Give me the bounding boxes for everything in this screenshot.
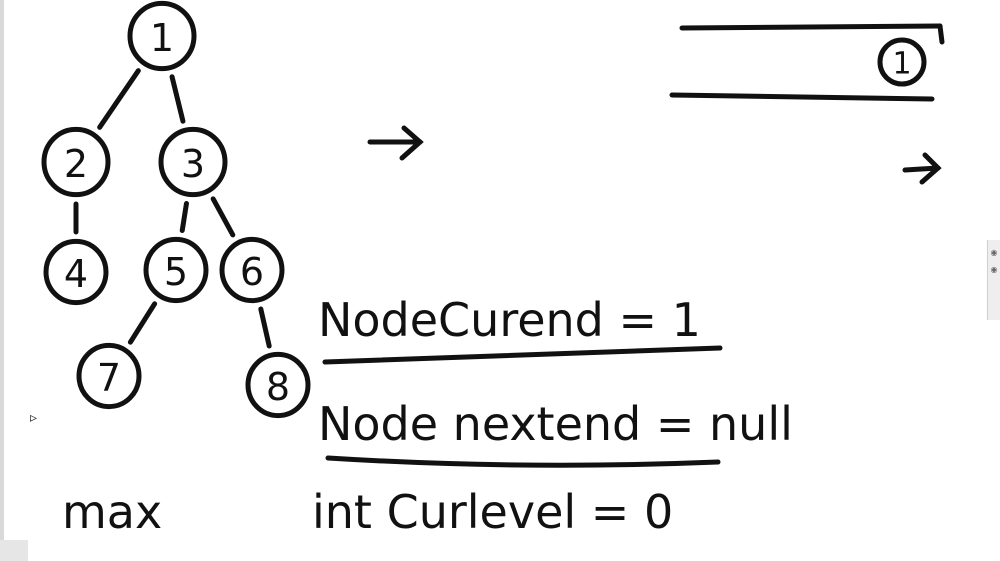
node-circle <box>158 126 228 198</box>
queue-item-label: 1 <box>892 47 911 82</box>
underline-next-end <box>325 455 721 468</box>
left-edge <box>0 0 4 561</box>
node-label: 6 <box>240 250 264 294</box>
tree-edges <box>73 68 272 349</box>
tree-edge-3-5 <box>179 200 189 233</box>
tree-node-7: 7 <box>76 342 142 410</box>
tree-edge-5-7 <box>127 301 158 345</box>
node-label: 5 <box>164 250 188 294</box>
queue-top-line <box>679 23 943 31</box>
node-label: 2 <box>64 142 88 186</box>
corner-tab <box>0 540 28 561</box>
node-circle <box>127 0 197 72</box>
node-circle <box>43 238 109 306</box>
tree-node-1: 1 <box>127 0 197 72</box>
node-circle <box>76 342 142 410</box>
node-circle <box>219 236 285 304</box>
max-label: max <box>62 485 162 539</box>
node-label: 4 <box>64 252 88 296</box>
stmt-next-end: Node nextend = null <box>318 397 793 451</box>
node-label: 3 <box>181 142 205 186</box>
arrow-icon <box>367 125 424 161</box>
tree-node-6: 6 <box>219 236 285 304</box>
tree-edge-1-2 <box>97 68 141 130</box>
queue-item: 1 <box>877 37 927 87</box>
tree-edge-1-3 <box>169 74 186 124</box>
eye-icon: ◉ <box>990 248 998 257</box>
tree-node-5: 5 <box>143 236 209 304</box>
tree-node-3: 3 <box>158 126 228 198</box>
node-label: 8 <box>266 365 290 409</box>
tree-edge-3-6 <box>210 196 236 238</box>
queue-items: 1 <box>877 37 927 87</box>
side-scroll-widget[interactable]: ◉◉ <box>987 240 1000 320</box>
queue-bottom-line <box>669 92 935 102</box>
queue-item-circle <box>877 37 927 87</box>
node-circle <box>41 126 111 198</box>
node-circle <box>245 351 311 419</box>
node-label: 7 <box>97 356 121 400</box>
queue-drawing: 1 <box>669 23 945 102</box>
node-circle <box>143 236 209 304</box>
stmt-cur-end: NodeCurend = 1 <box>318 293 701 347</box>
tree-edge-6-8 <box>258 306 272 349</box>
stmt-cur-level: int Curlevel = 0 <box>312 485 673 539</box>
underline-cur-end <box>322 345 723 365</box>
eye-icon-2: ◉ <box>990 265 998 274</box>
node-label: 1 <box>150 16 174 60</box>
arrow-icon-queue <box>902 152 942 185</box>
mouse-cursor-icon: ▹ <box>30 410 38 426</box>
tree-node-8: 8 <box>245 351 311 419</box>
tree-node-2: 2 <box>41 126 111 198</box>
tree-node-4: 4 <box>43 238 109 306</box>
queue-right-edge <box>937 23 945 45</box>
tree-nodes: 1 2 3 4 5 6 7 8 <box>41 0 311 419</box>
